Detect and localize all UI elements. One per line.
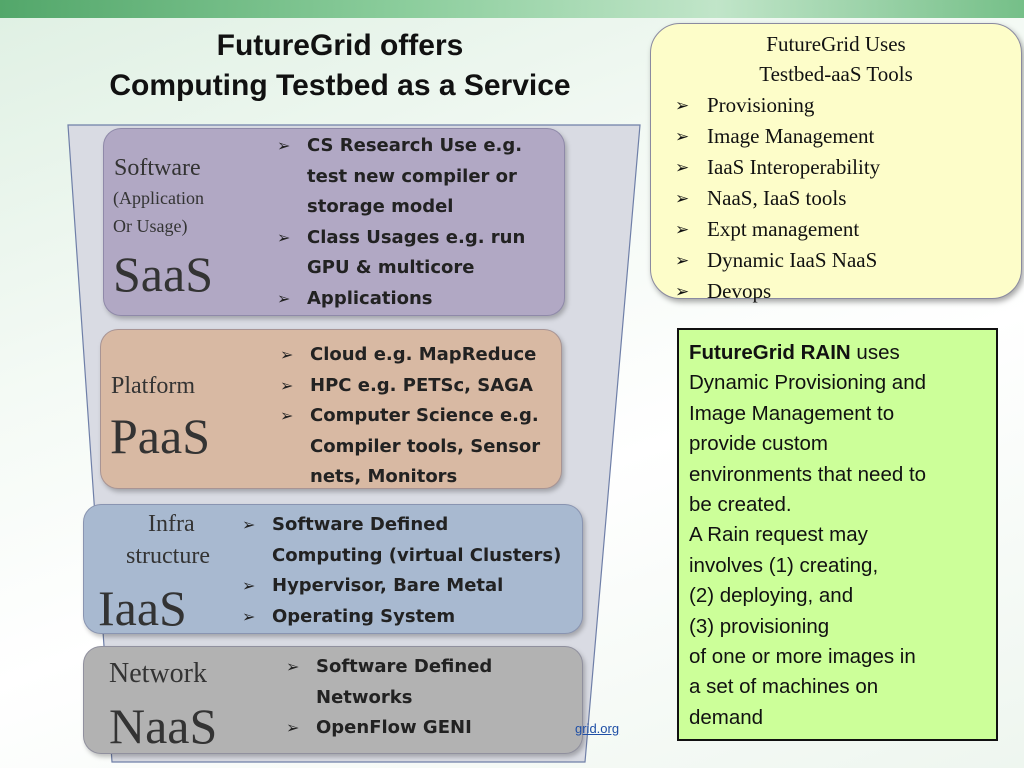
arrow-bullet-icon: ➢: [675, 158, 690, 177]
rain-line: Image Management to: [689, 401, 895, 425]
title-line-2: Computing Testbed as a Service: [109, 69, 571, 102]
saas-bullet: ➢Applications: [277, 284, 525, 315]
paas-bullet: ➢HPC e.g. PETSc, SAGA: [280, 371, 540, 402]
iaas-layer: Infra structure IaaS ➢Software Defined C…: [83, 504, 583, 636]
arrow-bullet-icon: ➢: [242, 515, 256, 534]
arrow-bullet-icon: ➢: [675, 251, 690, 270]
rain-line: A Rain request may: [689, 523, 868, 547]
saas-label-big: SaaS: [113, 246, 213, 302]
saas-label-sub2: Or Usage): [113, 216, 188, 236]
arrow-bullet-icon: ➢: [280, 375, 294, 395]
arrow-bullet-icon: ➢: [675, 189, 690, 208]
rain-heading: FutureGrid RAIN: [689, 341, 851, 364]
saas-bullets: ➢CS Research Use e.g. test new compiler …: [277, 131, 525, 314]
naas-bullet: ➢Software Defined: [286, 652, 492, 683]
callout-title-line-1: FutureGrid Uses: [766, 32, 906, 56]
list-item: ➢NaaS, IaaS tools: [675, 183, 880, 214]
iaas-bullet: ➢Operating System: [242, 602, 561, 633]
rain-line: demand: [689, 705, 764, 729]
iaas-bullets: ➢Software Defined Computing (virtual Clu…: [242, 510, 561, 632]
rain-line: (2) deploying, and: [689, 584, 854, 608]
iaas-bullet: ➢Software Defined: [242, 510, 561, 541]
rain-line: a set of machines on: [689, 675, 879, 699]
rain-line: involves (1) creating,: [689, 553, 879, 577]
arrow-bullet-icon: ➢: [286, 657, 300, 676]
saas-bullet-cont: storage model: [307, 196, 454, 217]
arrow-bullet-icon: ➢: [286, 718, 300, 737]
paas-bullets: ➢Cloud e.g. MapReduce ➢HPC e.g. PETSc, S…: [280, 340, 540, 493]
saas-layer: Software (Application Or Usage) SaaS ➢CS…: [103, 128, 565, 316]
paas-label-small: Platform: [111, 373, 195, 399]
footer-url-link[interactable]: grid.org: [575, 721, 620, 736]
arrow-bullet-icon: ➢: [675, 282, 690, 301]
saas-label-small: Software: [114, 155, 201, 181]
rain-line: be created.: [689, 493, 792, 517]
paas-bullet: ➢Cloud e.g. MapReduce: [280, 340, 540, 371]
arrow-bullet-icon: ➢: [242, 606, 256, 626]
arrow-bullet-icon: ➢: [675, 127, 690, 146]
naas-label-big: NaaS: [109, 698, 218, 754]
list-item: ➢IaaS Interoperability: [675, 152, 880, 183]
saas-bullet: ➢Class Usages e.g. run: [277, 223, 525, 254]
arrow-bullet-icon: ➢: [277, 136, 291, 155]
list-item: ➢Image Management: [675, 121, 880, 152]
title-line-1: FutureGrid offers: [216, 29, 464, 62]
rain-line: FutureGrid RAIN uses: [689, 341, 900, 364]
callout-title: FutureGrid Uses Testbed-aaS Tools: [651, 29, 1021, 89]
rain-line: Dynamic Provisioning and: [689, 371, 927, 395]
naas-layer: Network NaaS ➢Software Defined Networks …: [83, 646, 583, 754]
iaas-label-small-1: Infra: [148, 511, 195, 537]
arrow-bullet-icon: ➢: [280, 406, 294, 425]
iaas-bullet: ➢Hypervisor, Bare Metal: [242, 571, 561, 602]
paas-bullet-cont: Compiler tools, Sensor: [310, 435, 541, 457]
rain-description-box: FutureGrid RAIN uses Dynamic Provisionin…: [677, 328, 998, 741]
paas-bullet: ➢Computer Science e.g.: [280, 401, 540, 432]
saas-bullet: ➢CS Research Use e.g.: [277, 131, 525, 162]
arrow-bullet-icon: ➢: [242, 576, 256, 595]
saas-bullet-cont: GPU & multicore: [307, 257, 475, 278]
saas-label-sub1: (Application: [113, 188, 204, 208]
list-item: ➢Devops: [675, 276, 880, 307]
paas-layer: Platform PaaS ➢Cloud e.g. MapReduce ➢HPC…: [100, 329, 562, 489]
arrow-bullet-icon: ➢: [277, 288, 291, 308]
paas-label-big: PaaS: [110, 408, 210, 464]
arrow-bullet-icon: ➢: [675, 220, 690, 239]
arrow-bullet-icon: ➢: [675, 96, 690, 115]
list-item: ➢Expt management: [675, 214, 880, 245]
header-stripe: [0, 0, 1024, 18]
arrow-bullet-icon: ➢: [280, 345, 294, 364]
testbed-tools-callout: FutureGrid Uses Testbed-aaS Tools ➢Provi…: [650, 23, 1022, 303]
list-item: ➢Dynamic IaaS NaaS: [675, 245, 880, 276]
iaas-bullet-cont: Computing (virtual Clusters): [272, 544, 562, 566]
page-title: FutureGrid offers Computing Testbed as a…: [40, 26, 640, 106]
callout-title-line-2: Testbed-aaS Tools: [759, 62, 913, 86]
naas-bullet: ➢OpenFlow GENI: [286, 713, 492, 744]
iaas-label-small-2: structure: [126, 543, 210, 569]
list-item: ➢Provisioning: [675, 90, 880, 121]
naas-bullets: ➢Software Defined Networks ➢OpenFlow GEN…: [286, 652, 492, 744]
naas-bullet-cont: Networks: [316, 686, 413, 708]
tools-list: ➢Provisioning ➢Image Management ➢IaaS In…: [675, 90, 880, 307]
naas-label-small: Network: [109, 658, 207, 689]
rain-line: environments that need to: [689, 462, 927, 486]
paas-bullet-cont: nets, Monitors: [310, 466, 458, 487]
rain-line: (3) provisioning: [689, 614, 830, 638]
iaas-label-big: IaaS: [98, 580, 187, 636]
saas-bullet-cont: test new compiler or: [307, 165, 517, 187]
rain-line: of one or more images in: [689, 645, 916, 669]
rain-line: provide custom: [689, 432, 829, 456]
arrow-bullet-icon: ➢: [277, 227, 291, 247]
